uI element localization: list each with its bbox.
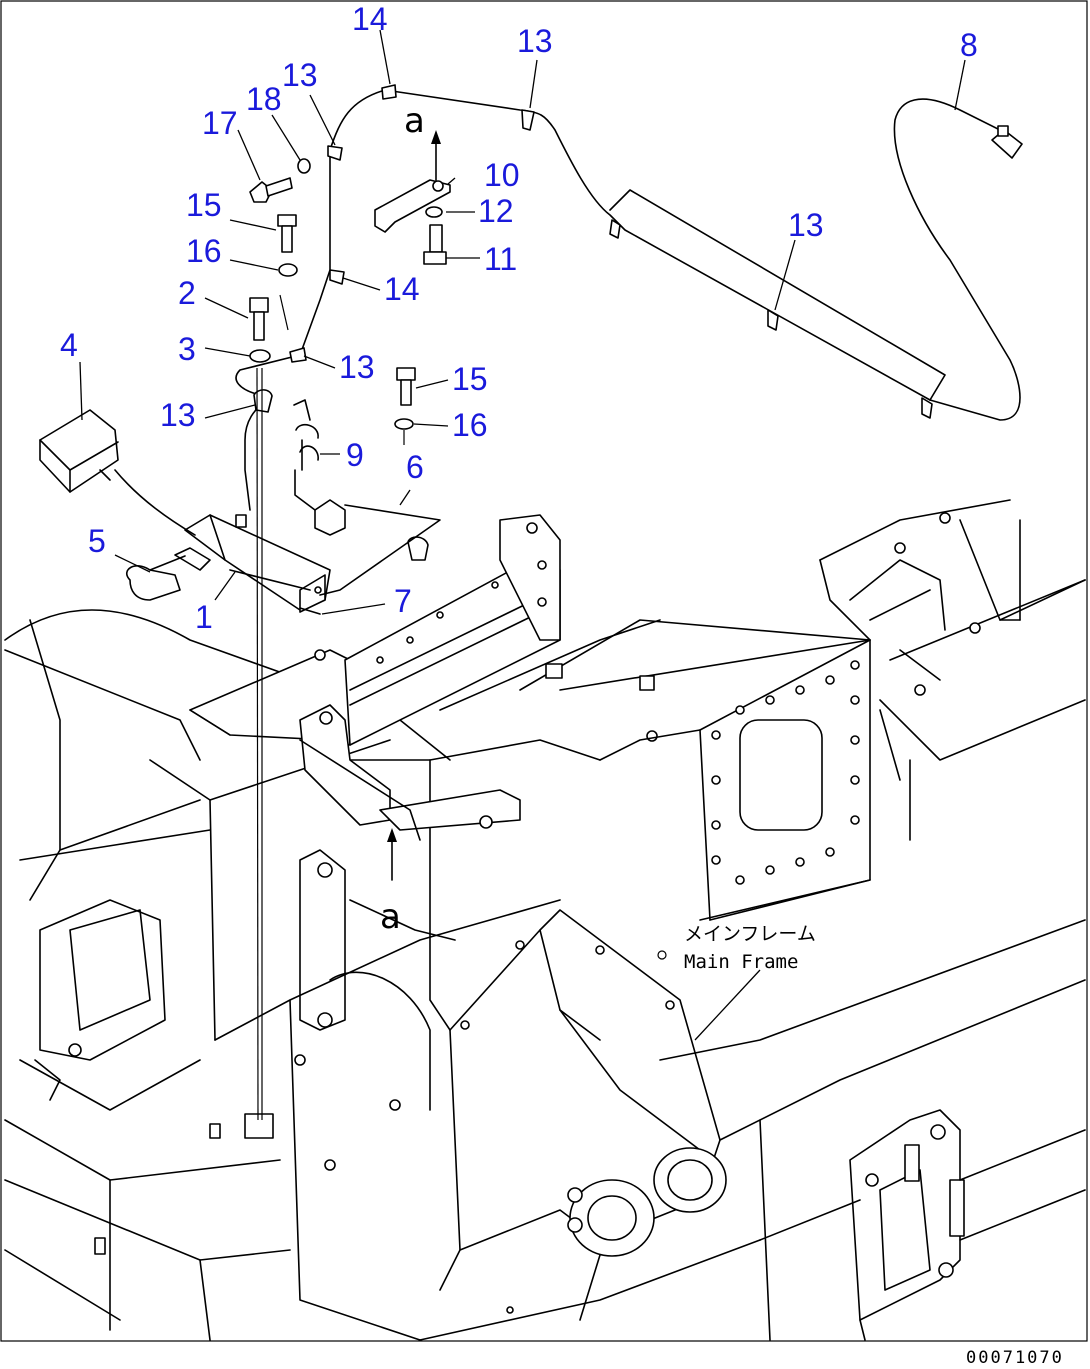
leader-lines bbox=[79, 29, 966, 615]
guide-line-long bbox=[256, 367, 259, 1121]
warning-lamp-part-4 bbox=[39, 409, 196, 536]
switch-part-6 bbox=[294, 469, 441, 596]
diagram-border bbox=[0, 0, 1088, 1342]
view-arrow-bottom bbox=[349, 828, 456, 941]
callout-2: 2 bbox=[178, 275, 196, 311]
callout-18: 18 bbox=[246, 81, 282, 117]
callout-6: 6 bbox=[406, 449, 424, 485]
callout-13-top: 13 bbox=[517, 23, 553, 59]
frame-label-jp: メインフレーム bbox=[684, 923, 816, 945]
wiring-harness bbox=[235, 84, 1023, 511]
view-arrow-top bbox=[431, 130, 441, 181]
callout-11: 11 bbox=[484, 241, 517, 277]
callout-3: 3 bbox=[178, 331, 196, 367]
mounting-bracket bbox=[189, 514, 561, 841]
view-mark-top: a bbox=[404, 101, 425, 141]
callout-16-right: 16 bbox=[452, 407, 488, 443]
callout-1: 1 bbox=[195, 599, 213, 635]
frame-label-en: Main Frame bbox=[684, 951, 798, 973]
callout-17: 17 bbox=[202, 105, 238, 141]
callout-13-low: 13 bbox=[160, 397, 196, 433]
callout-9: 9 bbox=[346, 437, 364, 473]
callout-15-right: 15 bbox=[452, 361, 488, 397]
callout-12: 12 bbox=[478, 193, 514, 229]
frame-bolts bbox=[711, 660, 860, 885]
callout-7: 7 bbox=[394, 583, 412, 619]
callout-14-top: 14 bbox=[352, 1, 388, 37]
callout-4: 4 bbox=[60, 327, 78, 363]
callout-14-lower: 14 bbox=[384, 271, 420, 307]
callout-13-upper: 13 bbox=[282, 57, 318, 93]
callout-numbers: 14 13 8 13 18 17 10 15 12 13 16 11 14 2 … bbox=[60, 1, 978, 635]
clip-part-5 bbox=[126, 547, 211, 601]
main-frame-label: メインフレーム Main Frame bbox=[657, 923, 816, 1041]
callout-13-right: 13 bbox=[788, 207, 824, 243]
callout-5: 5 bbox=[88, 523, 106, 559]
callout-10: 10 bbox=[484, 157, 520, 193]
main-frame-structure bbox=[4, 499, 1086, 1341]
callout-13-mid: 13 bbox=[339, 349, 375, 385]
drawing-code: 00071070 bbox=[966, 1348, 1064, 1368]
callout-8: 8 bbox=[960, 27, 978, 63]
fasteners bbox=[249, 158, 451, 615]
callout-15-upper: 15 bbox=[186, 187, 222, 223]
view-mark-bottom: a bbox=[380, 897, 401, 937]
callout-16-upper: 16 bbox=[186, 233, 222, 269]
